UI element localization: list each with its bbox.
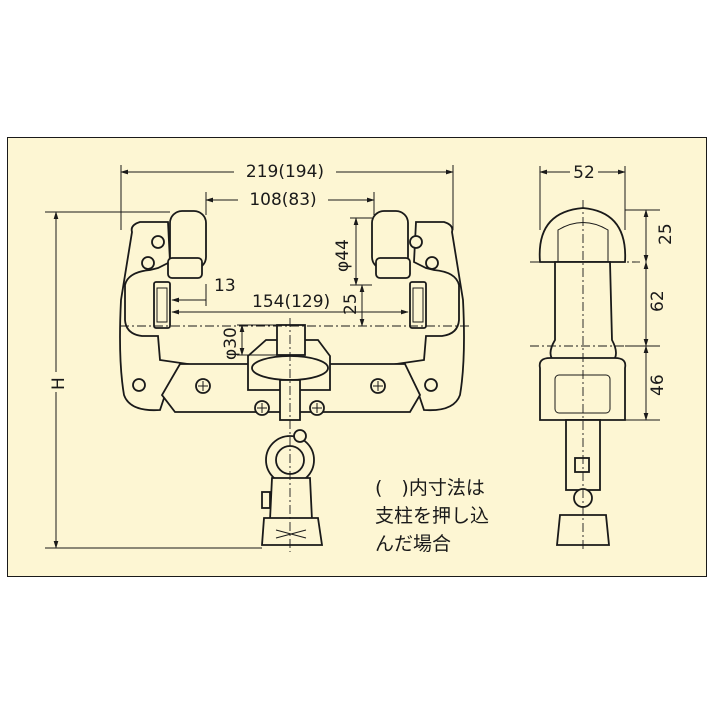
note-line-1: ( )内寸法は bbox=[375, 477, 485, 499]
left-grip-base bbox=[167, 257, 203, 279]
dim-offset-13: 13 bbox=[214, 276, 236, 296]
dim-side-46: 46 bbox=[648, 374, 668, 396]
dim-side-width: 52 bbox=[573, 163, 595, 183]
swivel-arm bbox=[269, 477, 313, 521]
side-view bbox=[530, 200, 640, 552]
dim-side-62: 62 bbox=[648, 290, 668, 312]
clamp-frame bbox=[119, 221, 190, 412]
dim-height-25: 25 bbox=[341, 293, 361, 315]
dim-overall-width: 219(194) bbox=[246, 162, 324, 182]
front-dimensions: 219(194) 108(83) φ44 13 154(129) 25 φ30 bbox=[45, 160, 454, 549]
dim-span: 154(129) bbox=[252, 292, 330, 312]
hole bbox=[132, 378, 146, 392]
side-bracket bbox=[538, 357, 627, 421]
pole bbox=[276, 324, 306, 356]
dim-side-25: 25 bbox=[656, 223, 676, 245]
front-view bbox=[119, 210, 470, 552]
left-inner-block bbox=[153, 281, 171, 329]
note-line-3: んだ場合 bbox=[375, 533, 451, 555]
right-grip-base bbox=[375, 257, 411, 279]
hole bbox=[141, 256, 155, 270]
swivel-tab bbox=[261, 491, 271, 509]
right-inner-block bbox=[409, 281, 427, 329]
side-top-cap bbox=[538, 207, 627, 263]
hole bbox=[424, 378, 438, 392]
dimension-note: ( )内寸法は 支柱を押し込 んだ場合 bbox=[375, 477, 489, 555]
hole bbox=[425, 256, 439, 270]
hole bbox=[409, 235, 423, 249]
note-line-2: 支柱を押し込 bbox=[375, 505, 489, 527]
dim-inner-width: 108(83) bbox=[249, 190, 316, 210]
dim-grip-diameter: φ44 bbox=[333, 239, 353, 272]
clamp-frame-right bbox=[394, 221, 465, 412]
swivel-pin bbox=[293, 429, 307, 443]
dim-height-H: H bbox=[49, 377, 69, 390]
dim-pole-diameter: φ30 bbox=[221, 327, 241, 360]
swivel-foot bbox=[261, 517, 324, 546]
side-stem-slot bbox=[574, 457, 590, 473]
hole bbox=[151, 235, 165, 249]
side-dimensions: 52 25 62 46 bbox=[539, 162, 676, 421]
